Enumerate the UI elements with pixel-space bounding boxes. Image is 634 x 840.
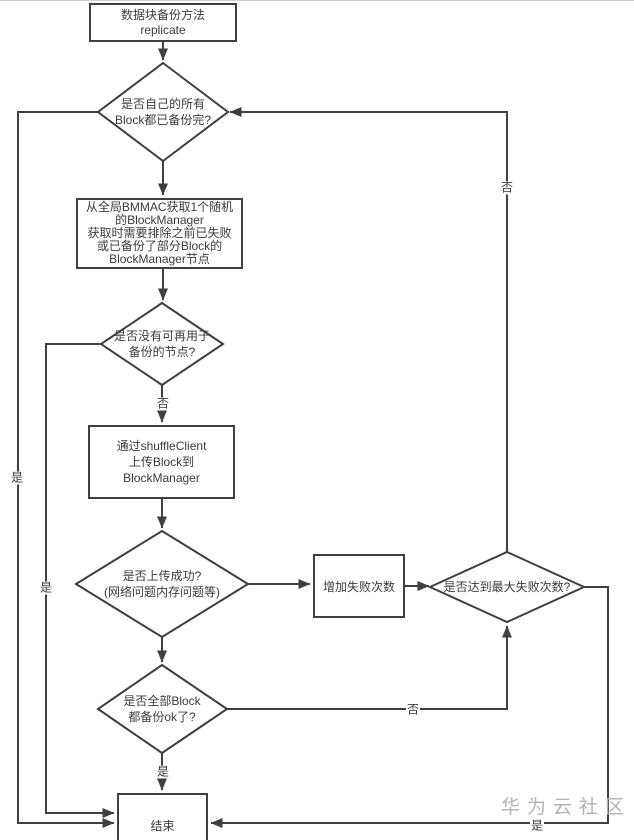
decision-no-reusable-node-line1: 是否没有可再用于	[113, 329, 211, 343]
edge-label-no-reusable-no: 否	[155, 396, 171, 411]
decision-all-blocks-ok-line1: 是否全部Block	[123, 694, 201, 708]
edge-label-all-backed-yes: 是	[9, 470, 25, 485]
edge-label-all-ok-yes: 是	[155, 764, 171, 779]
node-get-block-manager-line1: 从全局BMMAC获取1个随机	[85, 200, 234, 214]
node-upload-block-line2: 上传Block到	[128, 455, 195, 469]
decision-max-failures-shape	[427, 550, 587, 624]
decision-max-failures-line1: 是否达到最大失败次数?	[443, 580, 571, 594]
decision-all-backed-up-line1: 是否自己的所有	[120, 97, 205, 111]
decision-no-reusable-node-text: 是否没有可再用于 备份的节点?	[114, 328, 210, 360]
node-get-block-manager: 从全局BMMAC获取1个随机 的BlockManager 获取时需要排除之前已失…	[76, 198, 243, 269]
edge-all-ok-no-to-check-max	[227, 625, 512, 710]
decision-all-blocks-ok-shape	[96, 663, 229, 755]
decision-no-reusable-node-line2: 备份的节点?	[128, 345, 196, 359]
decision-all-backed-up-line2: Block都已备份完?	[114, 113, 212, 127]
decision-all-blocks-ok-text: 是否全部Block 都备份ok了?	[123, 693, 200, 725]
decision-max-failures-text: 是否达到最大失败次数?	[444, 579, 571, 595]
watermark: 华为云社区	[501, 797, 632, 818]
edge-label-max-failures-yes: 是	[529, 818, 545, 833]
edge-check-max-no-to-check-all	[229, 107, 508, 552]
decision-all-blocks-ok-line2: 都备份ok了?	[128, 710, 196, 724]
decision-upload-success-shape	[74, 529, 250, 639]
edge-label-max-failures-no: 否	[499, 180, 515, 195]
node-end: 结束	[117, 793, 208, 840]
node-get-block-manager-line3: 获取时需要排除之前已失败	[87, 226, 232, 240]
node-increase-fail-count-line1: 增加失败次数	[322, 579, 395, 594]
node-start: 数据块备份方法 replicate	[89, 3, 237, 42]
edge-check-max-yes-to-end	[210, 586, 609, 828]
node-upload-block-line1: 通过shuffleClient	[116, 439, 207, 453]
node-upload-block: 通过shuffleClient 上传Block到 BlockManager	[88, 425, 235, 499]
node-start-line2: replicate	[140, 22, 186, 37]
decision-upload-success-line2: (网络问题内存问题等)	[104, 585, 220, 599]
node-end-line1: 结束	[150, 818, 175, 833]
node-get-block-manager-line2: 的BlockManager	[115, 213, 204, 227]
node-get-block-manager-line4: 或已备份了部分Block的	[96, 239, 223, 253]
edge-check-node-yes-to-end	[45, 343, 115, 818]
edge-check-all-yes-to-end	[17, 111, 115, 828]
decision-upload-success-line1: 是否上传成功?	[122, 569, 202, 583]
decision-all-backed-up-text: 是否自己的所有 Block都已备份完?	[115, 96, 211, 128]
node-upload-block-line3: BlockManager	[123, 471, 200, 485]
node-start-line1: 数据块备份方法	[120, 7, 205, 22]
decision-upload-success-text: 是否上传成功? (网络问题内存问题等)	[104, 568, 220, 600]
node-increase-fail-count: 增加失败次数	[313, 554, 405, 618]
top-divider	[0, 0, 634, 1]
decision-no-reusable-node-shape	[99, 301, 225, 387]
node-get-block-manager-line5: BlockManager节点	[109, 252, 210, 266]
decision-all-backed-up-shape	[96, 61, 230, 163]
edge-label-all-ok-no: 否	[405, 702, 421, 717]
edge-label-no-reusable-yes: 是	[38, 580, 54, 595]
